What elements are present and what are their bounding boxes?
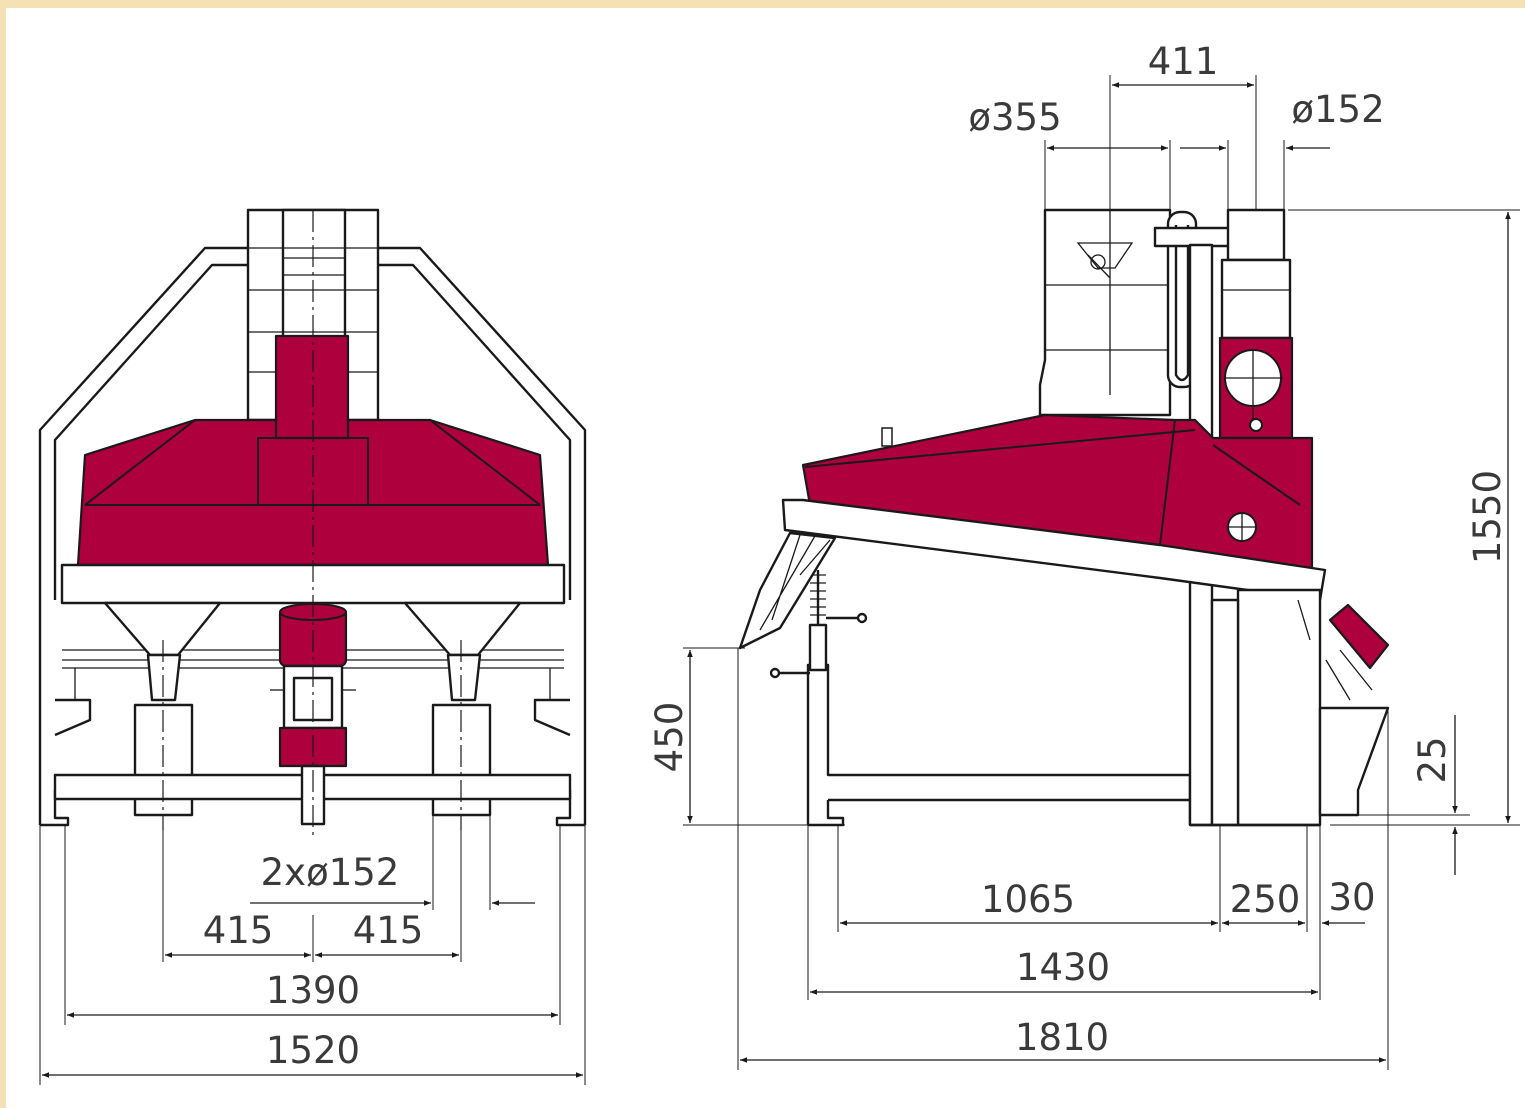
dim-overall-width: 1520 xyxy=(266,1029,360,1072)
side-base-frame xyxy=(806,663,1192,827)
front-hopper-right xyxy=(403,601,522,657)
dim-height: 1550 xyxy=(1466,470,1509,564)
dim-box-width: 250 xyxy=(1230,878,1301,921)
dim-outlet-right-offset: 415 xyxy=(353,909,424,952)
dim-clearance: 30 xyxy=(1328,876,1375,919)
dim-foot-offset: 25 xyxy=(1411,736,1454,783)
dim-inlet-spacing: 411 xyxy=(1148,40,1219,83)
front-view xyxy=(38,208,587,840)
side-sieve-deck xyxy=(781,498,1327,602)
dim-overall-length: 1810 xyxy=(1015,1016,1109,1059)
dim-outlet-diameter: ø152 xyxy=(1291,88,1384,131)
side-view xyxy=(738,208,1390,827)
dim-foot-width: 1390 xyxy=(266,969,360,1012)
dim-outlet-left-offset: 415 xyxy=(203,909,274,952)
dim-inlet-height: 450 xyxy=(648,702,691,773)
dim-frame-span: 1065 xyxy=(981,878,1075,921)
side-inlet-housing xyxy=(1038,208,1172,417)
dim-outlets-diameter: 2xø152 xyxy=(261,851,400,894)
dim-base-length: 1430 xyxy=(1016,946,1110,989)
side-outlet-box xyxy=(1236,588,1322,827)
front-dimensions: 1520 1390 415 415 2xø152 xyxy=(39,815,586,1085)
side-dimensions: 1810 1430 1065 250 30 411 ø355 ø152 450 … xyxy=(648,40,1520,1070)
dim-inlet-diameter: ø355 xyxy=(968,96,1061,139)
